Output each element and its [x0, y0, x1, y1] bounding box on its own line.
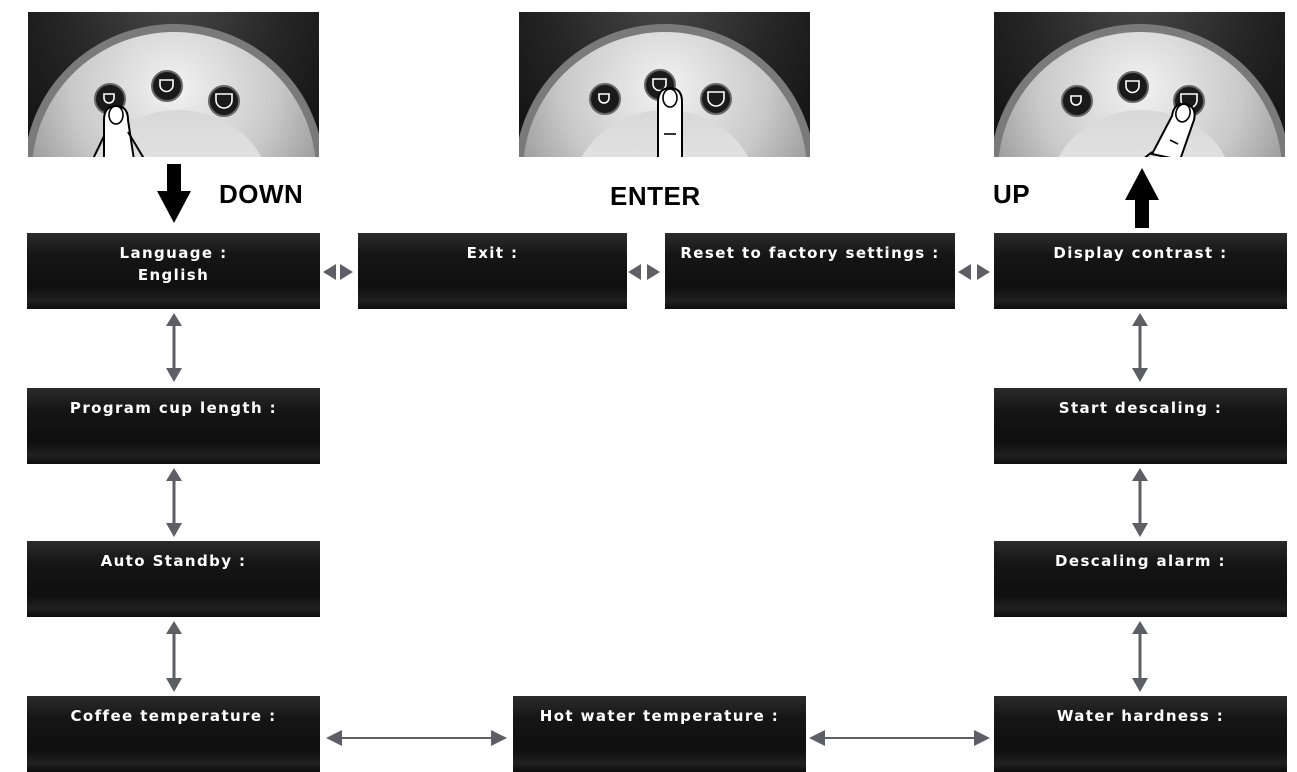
enter-label: ENTER: [610, 181, 701, 211]
large-cup-button[interactable]: [700, 83, 732, 115]
menu-screen-display-contrast: Display contrast :: [994, 233, 1287, 309]
auto-standby-label: Auto Standby :: [100, 552, 247, 570]
vertical-double-arrow-icon: [1132, 313, 1148, 382]
exit-label: Exit :: [466, 244, 519, 262]
vertical-double-arrow-icon: [166, 621, 182, 692]
double-arrow-icon: [628, 264, 660, 280]
vertical-double-arrow-icon: [166, 313, 182, 382]
panel-graphic-enter: [519, 24, 810, 157]
menu-screen-descaling-alarm: Descaling alarm :: [994, 541, 1287, 617]
horizontal-double-arrow-icon: [809, 730, 990, 746]
medium-cup-button[interactable]: [151, 70, 183, 102]
medium-cup-button[interactable]: [1117, 71, 1149, 103]
menu-screen-coffee-temperature: Coffee temperature :: [27, 696, 320, 772]
panel-graphic-down: [28, 24, 319, 157]
menu-screen-language: Language : English: [27, 233, 320, 309]
reset-label: Reset to factory settings :: [680, 244, 940, 262]
finger-press-icon: [657, 86, 683, 157]
display-contrast-label: Display contrast :: [1053, 244, 1228, 262]
menu-screen-exit: Exit :: [358, 233, 627, 309]
panel-graphic-up: [994, 24, 1285, 157]
menu-screen-water-hardness: Water hardness :: [994, 696, 1287, 772]
menu-screen-reset: Reset to factory settings :: [665, 233, 955, 309]
down-arrow-icon: [157, 164, 191, 223]
horizontal-double-arrow-icon: [326, 730, 507, 746]
menu-screen-program-cup-length: Program cup length :: [27, 388, 320, 464]
language-value: English: [137, 266, 210, 284]
down-label: DOWN: [219, 179, 304, 209]
language-label: Language :: [119, 244, 228, 262]
small-cup-button[interactable]: [589, 83, 621, 115]
vertical-double-arrow-icon: [166, 468, 182, 537]
program-cup-length-label: Program cup length :: [69, 399, 278, 417]
menu-screen-start-descaling: Start descaling :: [994, 388, 1287, 464]
double-arrow-icon: [323, 264, 353, 280]
up-arrow-icon: [1125, 168, 1159, 228]
finger-press-icon: [1144, 102, 1196, 157]
vertical-double-arrow-icon: [1132, 468, 1148, 537]
button-panel-down: [28, 12, 319, 157]
finger-press-icon: [92, 104, 145, 157]
large-cup-button[interactable]: [208, 85, 240, 117]
hot-water-temperature-label: Hot water temperature :: [539, 707, 780, 725]
vertical-double-arrow-icon: [1132, 621, 1148, 692]
descaling-alarm-label: Descaling alarm :: [1055, 552, 1226, 570]
menu-screen-hot-water-temperature: Hot water temperature :: [513, 696, 806, 772]
water-hardness-label: Water hardness :: [1056, 707, 1225, 725]
start-descaling-label: Start descaling :: [1058, 399, 1223, 417]
button-panel-enter: [519, 12, 810, 157]
coffee-temperature-label: Coffee temperature :: [70, 707, 277, 725]
double-arrow-icon: [958, 264, 990, 280]
small-cup-button[interactable]: [1061, 85, 1093, 117]
button-panel-up: [994, 12, 1285, 157]
up-label: UP: [993, 179, 1031, 209]
menu-screen-auto-standby: Auto Standby :: [27, 541, 320, 617]
